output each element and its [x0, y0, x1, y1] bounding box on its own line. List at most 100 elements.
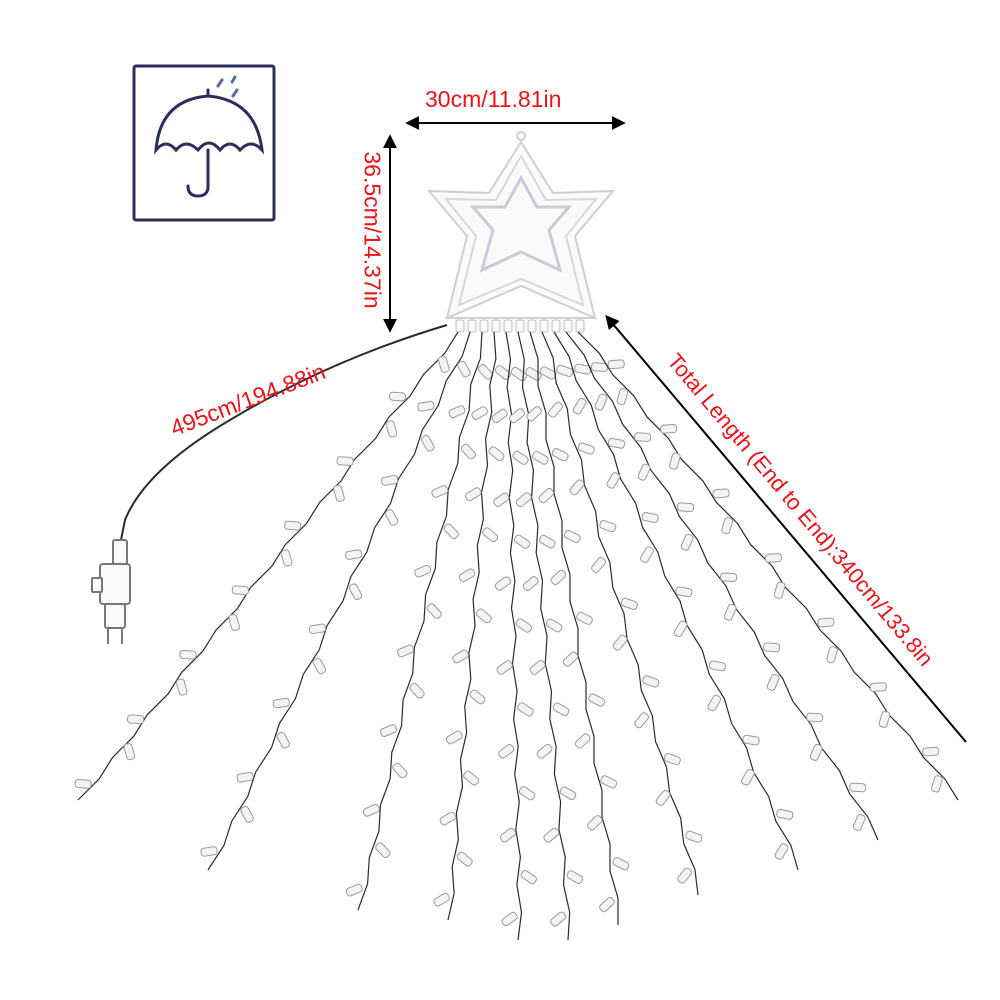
- led-bulb: [708, 660, 727, 672]
- strand-clip: [551, 319, 561, 333]
- led-bulb: [456, 851, 473, 867]
- led-bulb: [550, 911, 567, 927]
- light-strand: [345, 331, 494, 911]
- led-bulb: [231, 585, 249, 596]
- led-bulb: [663, 752, 681, 766]
- led-bulb: [548, 401, 563, 418]
- strand-clip: [479, 319, 489, 333]
- led-bulb: [448, 405, 466, 419]
- led-bulb: [362, 803, 380, 817]
- led-bulb: [620, 597, 638, 610]
- led-bulb: [552, 702, 570, 717]
- led-bulb: [458, 568, 476, 583]
- led-bulb: [642, 675, 660, 688]
- led-bulb: [515, 492, 532, 508]
- led-bulb: [680, 533, 694, 551]
- strand-clips: [455, 319, 585, 333]
- led-bulb: [379, 724, 397, 737]
- led-bulb: [375, 842, 391, 859]
- led-bulb: [637, 463, 651, 481]
- led-bulb: [240, 805, 254, 823]
- led-bulb: [766, 673, 780, 691]
- strand-clip: [575, 319, 585, 333]
- led-bulb: [381, 475, 399, 486]
- led-bulb: [498, 744, 515, 759]
- led-bulb: [333, 484, 345, 502]
- led-bulb: [469, 689, 486, 705]
- led-bulb: [276, 731, 291, 749]
- led-bulb: [641, 512, 659, 523]
- led-bulb: [525, 367, 542, 381]
- led-bulb: [634, 432, 652, 442]
- led-bulb: [616, 387, 629, 406]
- led-bulb: [522, 576, 539, 592]
- strand-clip: [503, 319, 513, 333]
- led-bulb: [437, 355, 450, 373]
- led-bulb: [677, 502, 695, 512]
- led-bulb: [308, 623, 327, 635]
- led-bulb: [439, 811, 457, 826]
- led-bulb: [526, 406, 542, 422]
- led-bulb: [272, 697, 290, 709]
- led-bulb: [587, 815, 603, 831]
- led-bulb: [520, 869, 537, 885]
- led-bulb: [344, 549, 363, 560]
- led-bulb: [179, 649, 197, 660]
- led-bulb: [499, 827, 517, 843]
- led-bulb: [508, 408, 525, 424]
- led-bulb: [491, 408, 508, 424]
- strand-clip: [455, 319, 465, 333]
- led-bulb: [634, 712, 650, 729]
- power-plug-icon: [91, 539, 131, 644]
- led-bulb: [175, 678, 188, 696]
- led-bulb: [572, 397, 587, 415]
- strand-clip: [563, 319, 573, 333]
- light-strand: [433, 331, 511, 921]
- waterproof-badge: [132, 64, 276, 222]
- led-bulb: [389, 391, 407, 402]
- light-strand: [74, 331, 459, 801]
- light-strand: [200, 331, 471, 871]
- led-bulb: [512, 450, 529, 465]
- led-bulb: [591, 556, 607, 573]
- led-bulb: [545, 618, 563, 633]
- led-bulb: [720, 572, 738, 583]
- light-strand: [491, 331, 537, 941]
- led-bulb: [562, 651, 579, 667]
- led-bulb: [518, 786, 536, 801]
- led-bulb: [345, 883, 363, 897]
- led-bulb: [536, 743, 553, 759]
- light-strand: [508, 331, 584, 941]
- led-bulb: [74, 779, 92, 789]
- led-bulb: [443, 523, 459, 540]
- led-bulb: [550, 569, 567, 586]
- led-bulb: [385, 420, 398, 438]
- led-bulb: [600, 775, 618, 789]
- led-bulb: [612, 857, 630, 871]
- led-bulb: [280, 549, 293, 567]
- led-bulb: [494, 365, 511, 381]
- led-bulb: [420, 434, 435, 452]
- led-bulb: [433, 892, 450, 907]
- led-bulb: [566, 870, 584, 884]
- led-bulb: [852, 813, 866, 831]
- led-bulb: [712, 488, 730, 499]
- led-bulb: [501, 911, 518, 927]
- led-bulb: [776, 808, 794, 820]
- led-bulb: [809, 743, 823, 761]
- umbrella-rain-icon: [154, 75, 265, 198]
- led-bulb: [431, 485, 449, 498]
- led-bulb: [640, 546, 654, 563]
- led-bulb: [577, 442, 595, 455]
- led-bulb: [477, 364, 494, 380]
- led-bulb: [414, 564, 432, 578]
- led-bulb: [559, 786, 577, 801]
- power-cable: [119, 324, 448, 546]
- led-bulb: [228, 613, 240, 632]
- strand-clip: [467, 319, 477, 333]
- led-bulb: [594, 393, 608, 411]
- led-bulb: [409, 682, 425, 699]
- led-bulb: [773, 581, 786, 599]
- led-bulb: [576, 611, 593, 625]
- led-bulb: [384, 509, 399, 526]
